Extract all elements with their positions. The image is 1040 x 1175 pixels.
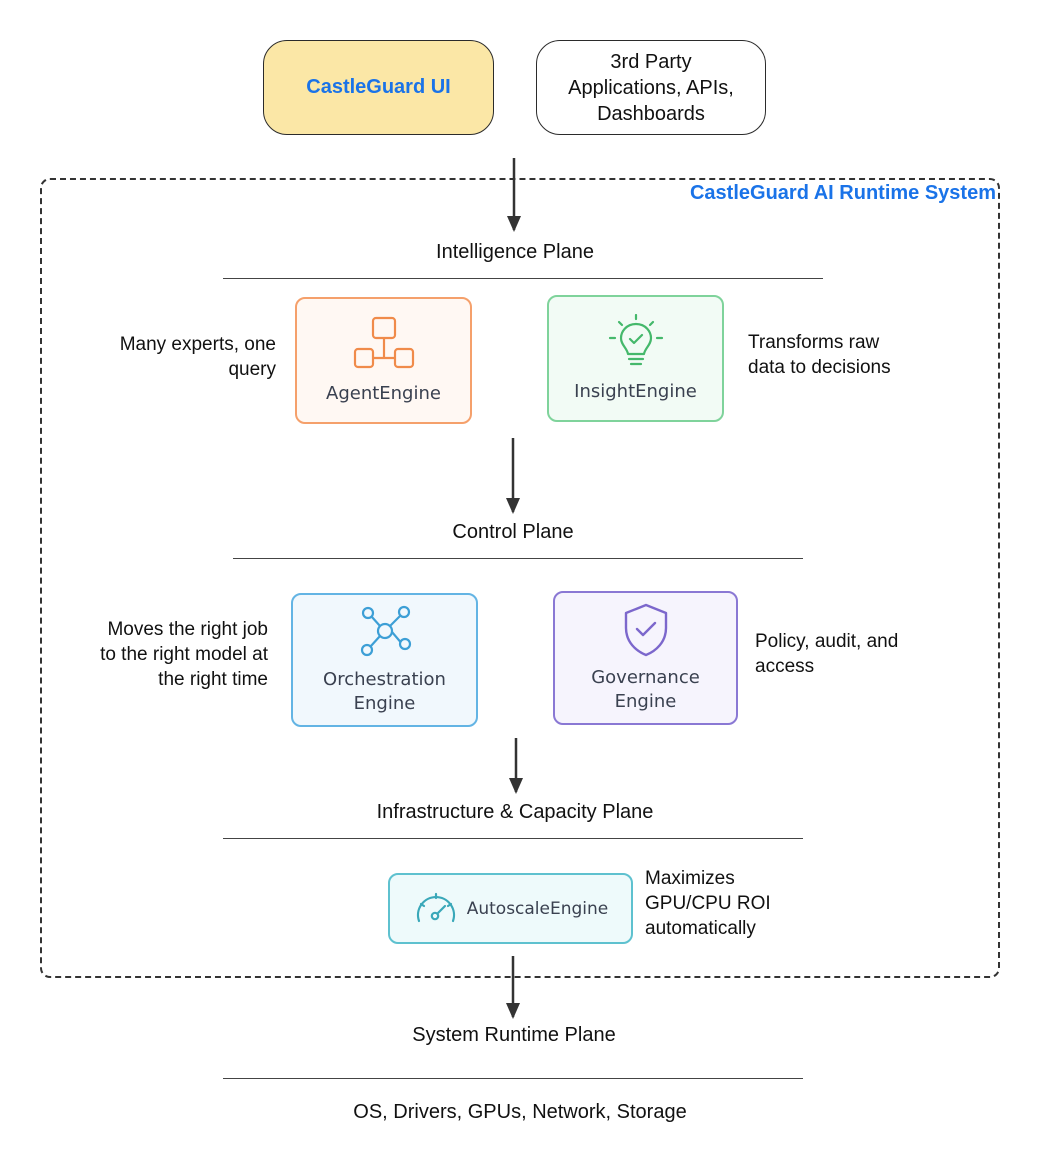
agent-description: Many experts, one query — [119, 334, 276, 380]
third-party-box: 3rd Party Applications, APIs, Dashboards — [536, 40, 766, 135]
arrowhead-1 — [507, 216, 521, 232]
castleguard-ui-box: CastleGuard UI — [263, 40, 494, 135]
insight-engine-label: InsightEngine — [574, 380, 697, 402]
runtime-system-title: CastleGuard AI Runtime System — [689, 182, 996, 204]
control-plane-rule — [233, 558, 803, 559]
orchestration-description: Moves the right job to the right model a… — [100, 619, 268, 690]
intelligence-plane-label: Intelligence Plane — [436, 241, 594, 263]
speedometer-icon — [416, 892, 455, 922]
arrowhead-3 — [509, 778, 523, 794]
governance-description: Policy, audit, and access — [755, 631, 899, 677]
workflow-nodes-icon — [353, 316, 414, 368]
system-runtime-plane-rule — [223, 1078, 803, 1079]
insight-description: Transforms raw data to decisions — [748, 332, 891, 378]
arrowhead-4 — [506, 1003, 520, 1019]
shield-check-icon — [624, 603, 667, 657]
runtime-system-frame — [40, 178, 1000, 978]
agent-engine-label: AgentEngine — [326, 382, 441, 404]
insight-engine-card: InsightEngine — [547, 295, 724, 422]
orchestration-engine-card: Orchestration Engine — [291, 593, 478, 727]
lightbulb-check-icon — [608, 313, 663, 365]
autoscale-description: Maximizes GPU/CPU ROI automatically — [645, 868, 771, 939]
infrastructure-plane-label: Infrastructure & Capacity Plane — [376, 801, 654, 823]
intelligence-plane-rule — [223, 278, 823, 279]
network-hub-icon — [360, 605, 411, 657]
orchestration-engine-label: Orchestration Engine — [323, 669, 446, 714]
autoscale-engine-label: AutoscaleEngine — [466, 898, 609, 919]
third-party-label: 3rd Party Applications, APIs, Dashboards — [568, 50, 734, 125]
castleguard-ui-label: CastleGuard UI — [306, 76, 451, 98]
control-plane-label: Control Plane — [452, 521, 574, 543]
governance-engine-label: Governance Engine — [591, 667, 700, 712]
infrastructure-plane-rule — [223, 838, 803, 839]
autoscale-engine-card: AutoscaleEngine — [388, 873, 633, 944]
hardware-layer-label: OS, Drivers, GPUs, Network, Storage — [353, 1101, 687, 1123]
agent-engine-card: AgentEngine — [295, 297, 472, 424]
arrowhead-2 — [506, 498, 520, 514]
system-runtime-plane-label: System Runtime Plane — [412, 1024, 616, 1046]
governance-engine-card: Governance Engine — [553, 591, 738, 725]
